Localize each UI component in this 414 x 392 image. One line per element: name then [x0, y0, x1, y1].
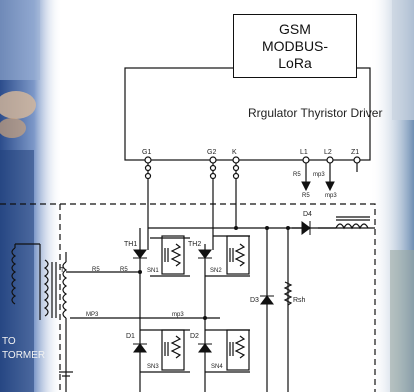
- hand-photo-detail: [0, 91, 36, 119]
- hand-photo-area: [0, 0, 40, 80]
- th2-symbol: [198, 249, 212, 259]
- terminal-g2: G2: [207, 149, 216, 156]
- label-sn2: SN2: [210, 268, 222, 274]
- output-arrows: [301, 181, 335, 192]
- terminal-g1: G1: [142, 149, 151, 156]
- output-mp3-bottom: mp3: [325, 193, 337, 199]
- label-mp3: MP3: [86, 312, 99, 318]
- left-text-to: TO: [2, 336, 16, 347]
- label-rsh: Rsh: [293, 297, 306, 304]
- terminal-l1: L1: [300, 149, 308, 156]
- dashed-frame: [0, 203, 376, 392]
- label-t: T: [60, 267, 65, 274]
- left-text-former: TORMER: [2, 350, 45, 361]
- th1-symbol: [133, 249, 147, 259]
- output-r5-top: R5: [293, 172, 301, 178]
- output-mp3-top: mp3: [313, 172, 325, 178]
- label-d3: D3: [250, 297, 259, 304]
- d2-symbol: [198, 343, 212, 353]
- left-dark-band: [0, 150, 34, 392]
- terminal-l2: L2: [324, 149, 332, 156]
- terminal-circles: [144, 156, 361, 180]
- label-d4: D4: [303, 211, 312, 218]
- driver-title: Rrgulator Thyristor Driver: [248, 106, 382, 120]
- right-photo-bottom: [390, 250, 414, 392]
- hand-photo-detail-2: [0, 118, 26, 138]
- label-th2: TH2: [188, 241, 201, 248]
- semiconductors: [133, 221, 311, 353]
- gsm-modbus-lora-box: GSM MODBUS- LoRa: [233, 14, 357, 78]
- d3-symbol: [260, 295, 274, 305]
- label-sn4: SN4: [211, 364, 223, 370]
- right-photo-top: [392, 0, 414, 120]
- label-d1: D1: [126, 333, 135, 340]
- junction-dots: [138, 226, 290, 320]
- label-th1: TH1: [124, 241, 137, 248]
- label-mp3-center: mp3: [172, 312, 184, 318]
- terminal-k: K: [232, 149, 237, 156]
- label-d2: D2: [190, 333, 199, 340]
- label-sn1: SN1: [147, 268, 159, 274]
- d4-symbol: [301, 221, 311, 235]
- d1-symbol: [133, 343, 147, 353]
- label-r5-right: R5: [120, 267, 128, 273]
- output-r5-bottom: R5: [302, 193, 310, 199]
- gsm-line-3: LoRa: [278, 54, 312, 71]
- gsm-line-2: MODBUS-: [261, 37, 329, 54]
- gsm-line-1: GSM: [279, 20, 311, 37]
- terminal-z1: Z1: [351, 149, 359, 156]
- label-r5: R5: [92, 267, 100, 273]
- label-sn3: SN3: [147, 364, 159, 370]
